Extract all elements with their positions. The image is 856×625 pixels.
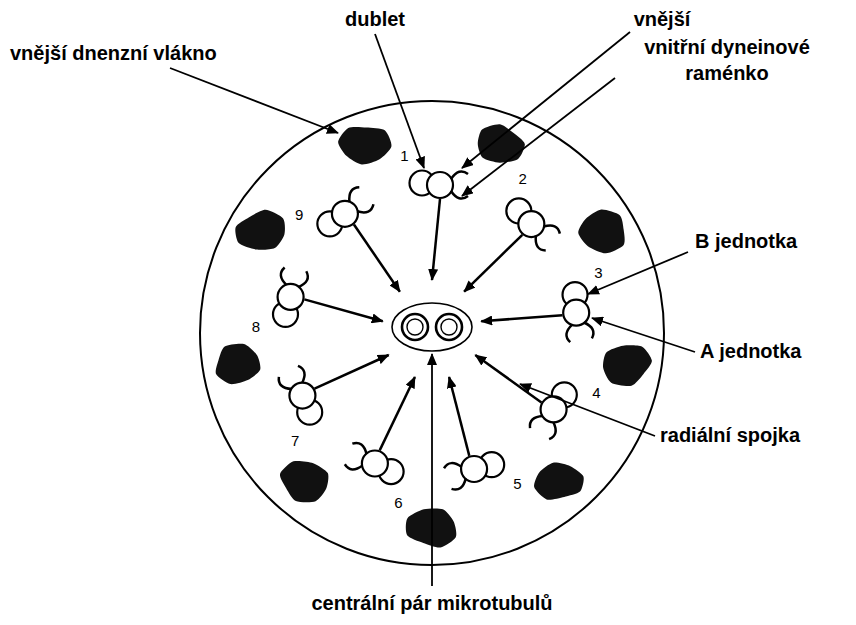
a-subunit <box>289 383 315 409</box>
microtubule-doublet <box>273 267 308 326</box>
microtubule-doublet <box>317 187 373 236</box>
callout-number: 2 <box>518 171 526 187</box>
central-microtubule <box>402 314 428 340</box>
leader-line <box>170 68 338 133</box>
central-microtubule-lumen <box>407 319 423 335</box>
a-subunit <box>362 451 388 477</box>
radial-spoke <box>315 355 389 389</box>
radial-spoke <box>449 377 469 456</box>
leader-line <box>462 32 630 168</box>
a-subunit <box>461 456 487 482</box>
outer-dense-fiber <box>235 210 285 250</box>
leader-line <box>375 34 424 168</box>
outer-dense-fiber <box>478 124 525 163</box>
leader-line <box>431 354 433 586</box>
callout-number: 7 <box>291 433 299 449</box>
outer-dense-fiber <box>534 463 584 500</box>
callout-number: 9 <box>295 207 303 223</box>
inner-dynein-arm <box>536 236 546 251</box>
outer-dynein-arm <box>281 267 287 285</box>
outer-dense-fiber <box>338 127 391 165</box>
outer-dynein-arm <box>549 422 556 439</box>
microtubule-doublet <box>345 443 404 484</box>
part-label: vnější dnenzní vlákno <box>10 40 217 66</box>
leader-line <box>462 78 615 196</box>
part-label: centrální pár mikrotubulů <box>311 590 552 616</box>
microtubule-doublet <box>506 198 560 250</box>
radial-spoke <box>380 377 415 450</box>
microtubule-doublet <box>444 452 504 489</box>
a-subunit <box>332 201 358 227</box>
radial-spoke <box>464 235 522 292</box>
part-label: vnější <box>634 6 691 32</box>
radial-spoke <box>432 199 440 280</box>
callout-number: 4 <box>592 385 600 401</box>
outer-dynein-arm <box>452 478 466 489</box>
microtubule-doublet <box>410 171 469 199</box>
outer-dense-fiber <box>280 461 328 502</box>
callout-number: 5 <box>513 476 521 492</box>
inner-dynein-arm <box>352 443 366 454</box>
inner-dynein-arm <box>566 325 572 343</box>
outer-dynein-arm <box>345 464 363 469</box>
inner-dynein-arm <box>357 204 373 212</box>
radial-spoke <box>354 225 400 292</box>
a-subunit <box>518 211 544 237</box>
central-microtubule-lumen <box>441 319 457 335</box>
radial-spoke <box>481 315 562 321</box>
part-label: dublet <box>345 6 405 32</box>
outer-dynein-arm <box>349 187 359 202</box>
part-label: A jednotka <box>700 338 802 364</box>
outer-dynein-arm <box>544 225 560 233</box>
inner-dynein-arm <box>451 191 468 199</box>
part-label: B jednotka <box>695 228 797 254</box>
inner-dynein-arm <box>444 463 462 468</box>
central-microtubule <box>436 314 462 340</box>
outer-dense-fiber <box>603 345 652 386</box>
central-sheath <box>392 303 472 351</box>
inner-dynein-arm <box>298 366 305 383</box>
callout-number: 6 <box>394 495 402 511</box>
outer-dynein-arm <box>279 377 292 389</box>
leader-line <box>520 384 655 436</box>
outer-dynein-arm <box>584 322 593 338</box>
a-subunit <box>427 172 453 198</box>
outer-dense-fiber <box>216 344 261 385</box>
part-label: radiální spojka <box>660 422 800 448</box>
radial-spoke <box>304 299 382 321</box>
leader-line <box>588 252 688 294</box>
outer-dynein-arm <box>451 171 468 179</box>
outer-dense-fiber <box>578 210 624 254</box>
inner-dynein-arm <box>530 416 543 428</box>
microtubule-doublet <box>279 366 322 425</box>
callout-number: 1 <box>400 148 408 164</box>
callout-number: 3 <box>594 265 602 281</box>
radial-spoke <box>475 355 541 402</box>
part-label: vnitřní dyneinové raménko <box>627 34 827 86</box>
inner-dynein-arm <box>298 271 307 287</box>
callout-number: 8 <box>252 319 260 335</box>
outer-dense-fiber <box>406 508 457 547</box>
leader-line <box>592 318 695 352</box>
microtubule-doublet <box>563 282 594 342</box>
